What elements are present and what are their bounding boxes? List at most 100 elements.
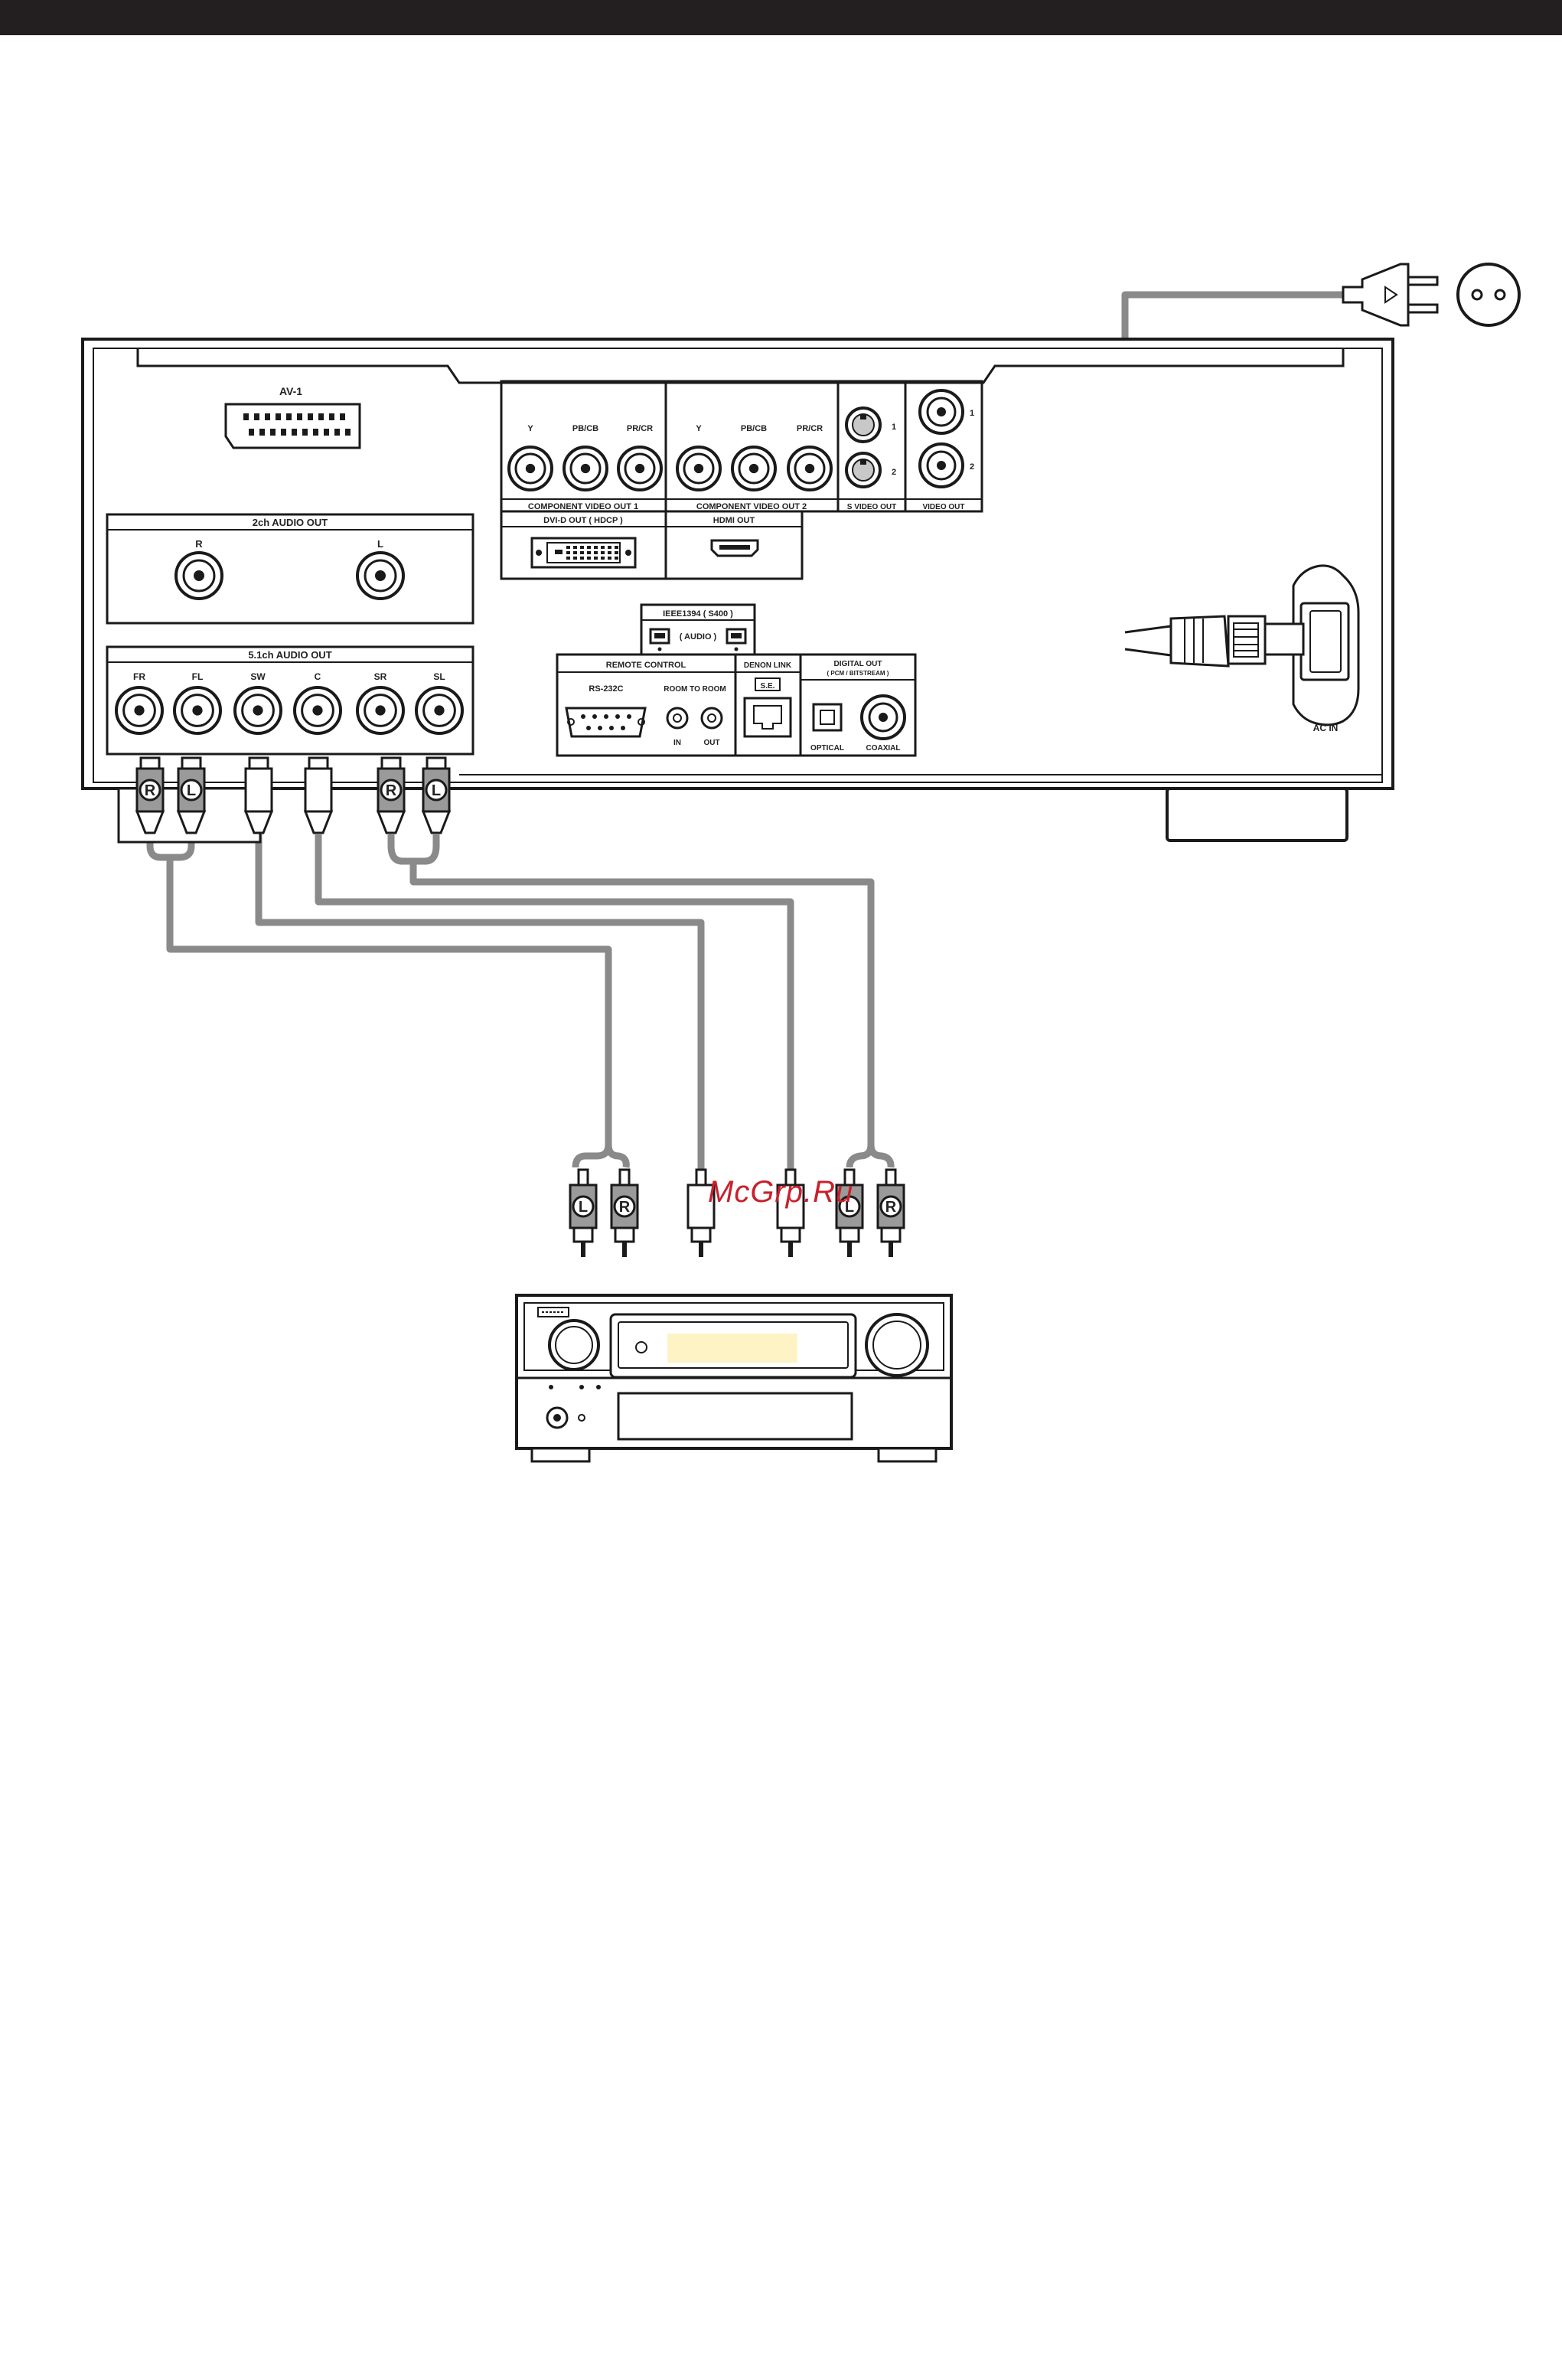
player-plug-5: L xyxy=(421,756,452,834)
audio51-label-fl: FL xyxy=(192,671,204,682)
component1-jack-1[interactable] xyxy=(563,446,608,491)
remote-control-title: REMOTE CONTROL xyxy=(606,661,686,670)
digital-out-title: DIGITAL OUT xyxy=(834,660,882,668)
component1-jack-2[interactable] xyxy=(617,446,663,491)
audio51-sr-jack[interactable] xyxy=(356,686,405,735)
receiver-volume-knob-left[interactable] xyxy=(548,1319,600,1371)
svideo-1-label: 1 xyxy=(892,423,896,432)
svideo-2-jack[interactable] xyxy=(845,452,882,488)
svideo-title: S VIDEO OUT xyxy=(847,503,896,511)
component1-title: COMPONENT VIDEO OUT 1 xyxy=(528,502,638,511)
audio2ch-l-jack[interactable] xyxy=(356,551,405,600)
optical-label: OPTICAL xyxy=(810,744,844,753)
wall-outlet xyxy=(1456,263,1521,327)
ieee1394-sub: ( AUDIO ) xyxy=(680,632,717,642)
dvi-title: DVI-D OUT ( HDCP ) xyxy=(543,516,623,525)
audio51-sl-jack[interactable] xyxy=(415,686,464,735)
audio2ch-box xyxy=(106,513,474,625)
scart-pins xyxy=(243,413,351,436)
audio51-label-fr: FR xyxy=(133,671,145,682)
receiver-plug-5-letter: R xyxy=(885,1199,897,1216)
video-1-jack[interactable] xyxy=(918,389,964,435)
dvi-connector[interactable] xyxy=(530,537,637,569)
cable-surround-pair xyxy=(387,834,440,865)
ieee1394-port-a[interactable] xyxy=(649,628,670,651)
audio51-label-sw: SW xyxy=(250,671,266,682)
scart-connector[interactable] xyxy=(224,403,361,449)
receiver-plug-4-letter: L xyxy=(845,1199,854,1216)
hdmi-title: HDMI OUT xyxy=(713,516,755,525)
component2-label-0: Y xyxy=(696,424,702,433)
player-plug-0-letter: R xyxy=(145,782,156,799)
svideo-1-jack[interactable] xyxy=(845,406,882,443)
ieee1394-title: IEEE1394 ( S400 ) xyxy=(663,609,733,619)
room-out-label: OUT xyxy=(703,739,719,747)
rs232c-label: RS-232C xyxy=(589,684,623,694)
component2-jack-1[interactable] xyxy=(731,446,777,491)
player-rear-panel: AV-1 2ch AUDIO OUT R L 5.1ch AUDIO OUT F… xyxy=(81,338,1394,844)
av-receiver xyxy=(515,1294,953,1463)
room-out-jack[interactable] xyxy=(700,707,723,730)
video-1-label: 1 xyxy=(970,409,974,418)
receiver-plug-1-letter: R xyxy=(619,1199,631,1216)
audio2ch-l-label: L xyxy=(377,538,383,550)
ieee1394-port-b[interactable] xyxy=(726,628,747,651)
player-plug-4-letter: R xyxy=(386,782,397,799)
component2-label-2: PR/CR xyxy=(797,424,823,433)
receiver-headphone-jack[interactable] xyxy=(546,1406,569,1429)
ac-power-plug xyxy=(1124,615,1305,668)
video-box xyxy=(904,380,983,513)
video-title: VIDEO OUT xyxy=(922,503,964,511)
receiver-plug-0: L xyxy=(569,1168,598,1257)
receiver-display xyxy=(667,1334,797,1363)
cable-subwoofer xyxy=(255,834,705,1183)
player-foot-right xyxy=(1166,787,1348,842)
audio51-sw-jack[interactable] xyxy=(233,686,282,735)
receiver-plug-1: R xyxy=(610,1168,639,1257)
scart-label: AV-1 xyxy=(279,385,302,397)
cable-surround-run xyxy=(409,861,895,1168)
hdmi-connector[interactable] xyxy=(710,539,759,557)
audio51-fr-jack[interactable] xyxy=(115,686,164,735)
coaxial-label: COAXIAL xyxy=(866,744,901,753)
audio51-box xyxy=(106,645,474,756)
hdmi-box xyxy=(664,510,804,580)
audio51-fl-jack[interactable] xyxy=(173,686,222,735)
denon-link-port[interactable] xyxy=(743,697,792,738)
room-in-jack[interactable] xyxy=(666,707,689,730)
video-2-jack[interactable] xyxy=(918,442,964,488)
player-plug-3 xyxy=(303,756,334,834)
audio2ch-r-jack[interactable] xyxy=(174,551,223,600)
component2-jack-2[interactable] xyxy=(787,446,833,491)
rs232c-connector[interactable] xyxy=(565,707,647,738)
receiver-plug-0-letter: L xyxy=(579,1199,588,1216)
component2-jack-0[interactable] xyxy=(676,446,722,491)
audio51-title: 5.1ch AUDIO OUT xyxy=(248,649,331,661)
coaxial-jack[interactable] xyxy=(860,694,906,740)
receiver-volume-knob-right[interactable] xyxy=(865,1313,929,1377)
digital-out-box xyxy=(799,653,917,757)
player-plug-1-letter: L xyxy=(187,782,196,799)
optical-port[interactable] xyxy=(812,703,843,732)
cable-front-run xyxy=(166,857,630,1168)
component2-title: COMPONENT VIDEO OUT 2 xyxy=(696,502,807,511)
audio2ch-title: 2ch AUDIO OUT xyxy=(253,517,328,528)
receiver-plug-2 xyxy=(686,1168,716,1257)
video-2-label: 2 xyxy=(970,462,974,472)
svideo-2-label: 2 xyxy=(892,468,896,477)
audio51-label-sl: SL xyxy=(433,671,445,682)
room-in-label: IN xyxy=(673,739,681,747)
audio51-c-jack[interactable] xyxy=(293,686,342,735)
room-to-room-label: ROOM TO ROOM xyxy=(664,685,726,694)
digital-out-sub: ( PCM / BITSTREAM ) xyxy=(827,670,889,677)
wall-plug xyxy=(1342,263,1439,327)
component1-label-2: PR/CR xyxy=(627,424,653,433)
component1-jack-0[interactable] xyxy=(507,446,553,491)
player-plug-5-letter: L xyxy=(432,782,441,799)
receiver-plug-3 xyxy=(776,1168,805,1257)
ac-in-label: AC IN xyxy=(1313,723,1339,733)
